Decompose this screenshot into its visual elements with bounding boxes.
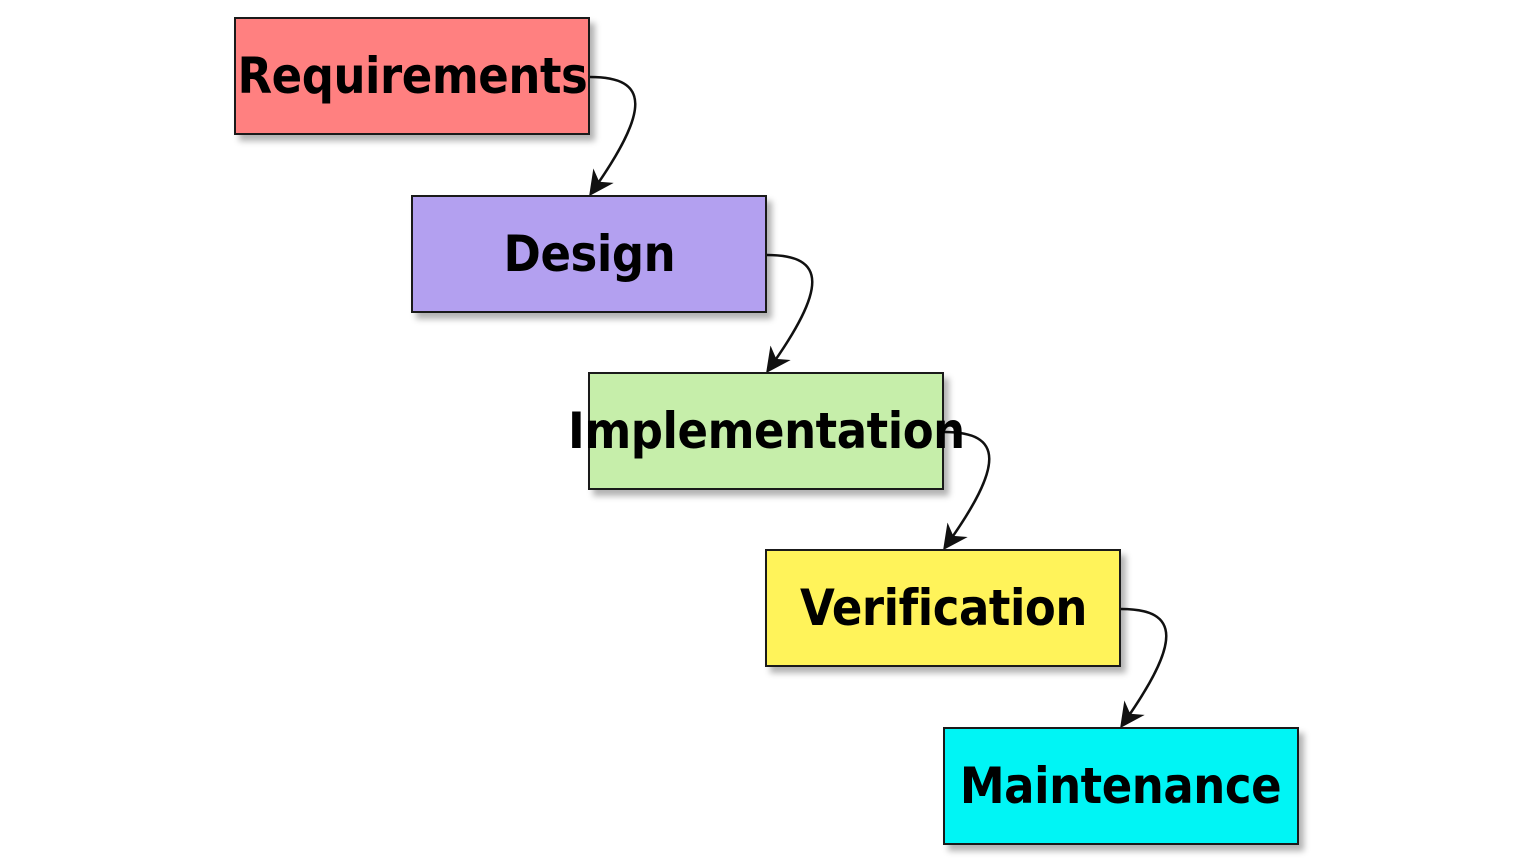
connector-arrow <box>766 253 814 374</box>
stage-label: Maintenance <box>960 757 1282 815</box>
connector-arrow <box>1120 607 1168 729</box>
stage-verification: Verification <box>765 549 1121 667</box>
stage-label: Design <box>503 225 675 283</box>
stage-requirements: Requirements <box>234 17 590 135</box>
stage-label: Verification <box>799 579 1087 637</box>
stage-design: Design <box>411 195 767 313</box>
stage-maintenance: Maintenance <box>943 727 1299 845</box>
stage-label: Requirements <box>237 47 587 105</box>
stage-label: Implementation <box>567 402 965 460</box>
connector-arrow <box>589 75 637 197</box>
stage-implementation: Implementation <box>568 372 965 490</box>
